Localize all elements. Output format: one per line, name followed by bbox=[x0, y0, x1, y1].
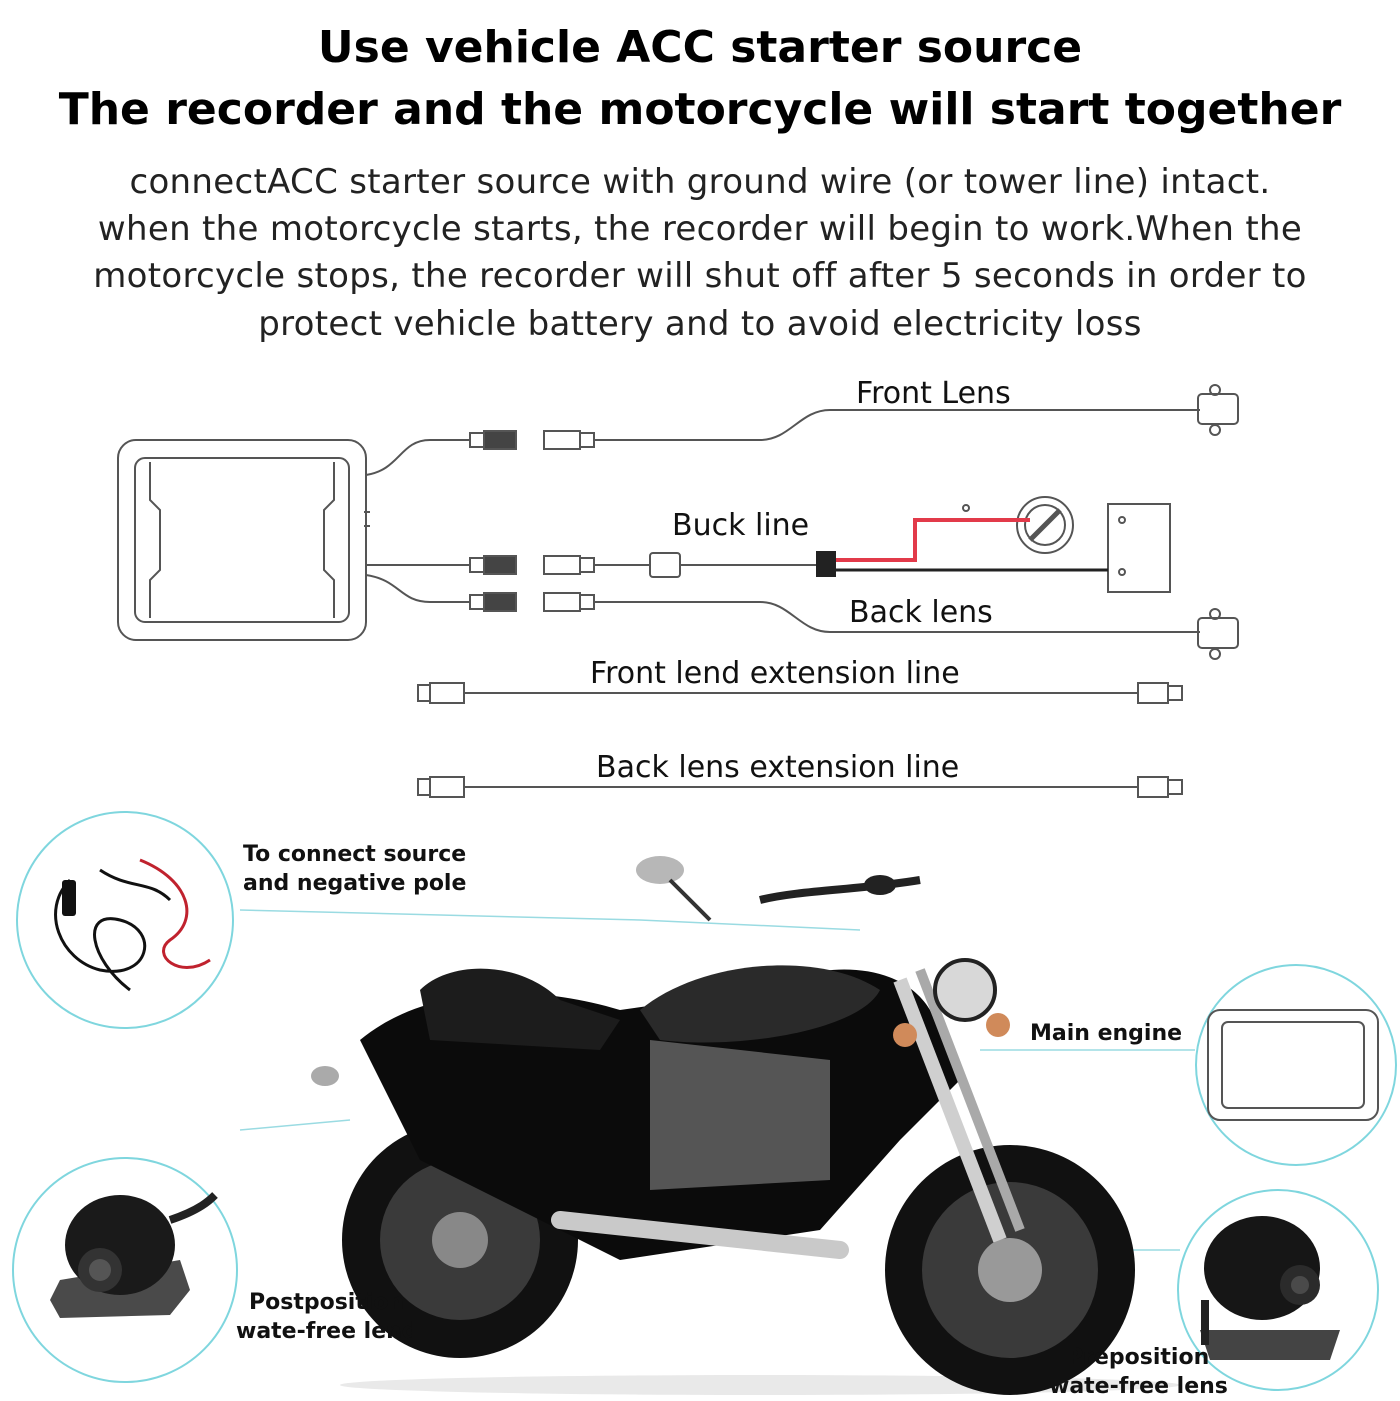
power-cable-icon bbox=[54, 858, 211, 992]
preposition-label-2: wate-free lens bbox=[1049, 1374, 1228, 1399]
front-lens-cable bbox=[365, 439, 470, 476]
title-line-1: Use vehicle ACC starter source bbox=[317, 22, 1083, 73]
back-extension-cable bbox=[417, 776, 1183, 798]
front-extension-label: Front lend extension line bbox=[590, 656, 960, 691]
power-wire-red bbox=[836, 518, 1030, 562]
back-lens-label: Back lens bbox=[849, 595, 993, 630]
description-line-1: connectACC starter source with ground wi… bbox=[129, 162, 1271, 202]
buck-line-label: Buck line bbox=[672, 508, 810, 543]
source-callout-label-1: To connect source bbox=[243, 842, 467, 867]
description-line-2: when the motorcycle starts, the recorder… bbox=[97, 209, 1303, 249]
front-lens-label: Front Lens bbox=[856, 376, 1011, 411]
recorder-icon bbox=[1207, 1009, 1379, 1121]
battery-box bbox=[1107, 503, 1171, 593]
rear-camera-icon bbox=[50, 1192, 218, 1318]
postposition-label-1: Postposition bbox=[249, 1290, 405, 1315]
preposition-label-1: Preposition bbox=[1067, 1345, 1210, 1370]
motorcycle-image bbox=[311, 856, 1180, 1395]
wiring-diagram bbox=[117, 384, 1239, 798]
back-lens-cable bbox=[365, 574, 470, 603]
back-extension-label: Back lens extension line bbox=[596, 750, 960, 785]
front-camera-icon bbox=[1200, 1216, 1340, 1360]
ignition-switch bbox=[1016, 496, 1074, 554]
front-extension-cable bbox=[417, 682, 1183, 704]
description-line-3: motorcycle stops, the recorder will shut… bbox=[93, 256, 1307, 296]
description-line-4: protect vehicle battery and to avoid ele… bbox=[258, 304, 1142, 344]
recorder-unit bbox=[117, 439, 367, 641]
main-engine-label: Main engine bbox=[1030, 1021, 1183, 1046]
source-callout-label-2: and negative pole bbox=[243, 871, 467, 896]
title-line-2: The recorder and the motorcycle will sta… bbox=[58, 84, 1342, 135]
main-engine-callout bbox=[1195, 964, 1397, 1166]
postposition-label-2: wate-free lend bbox=[236, 1319, 418, 1344]
